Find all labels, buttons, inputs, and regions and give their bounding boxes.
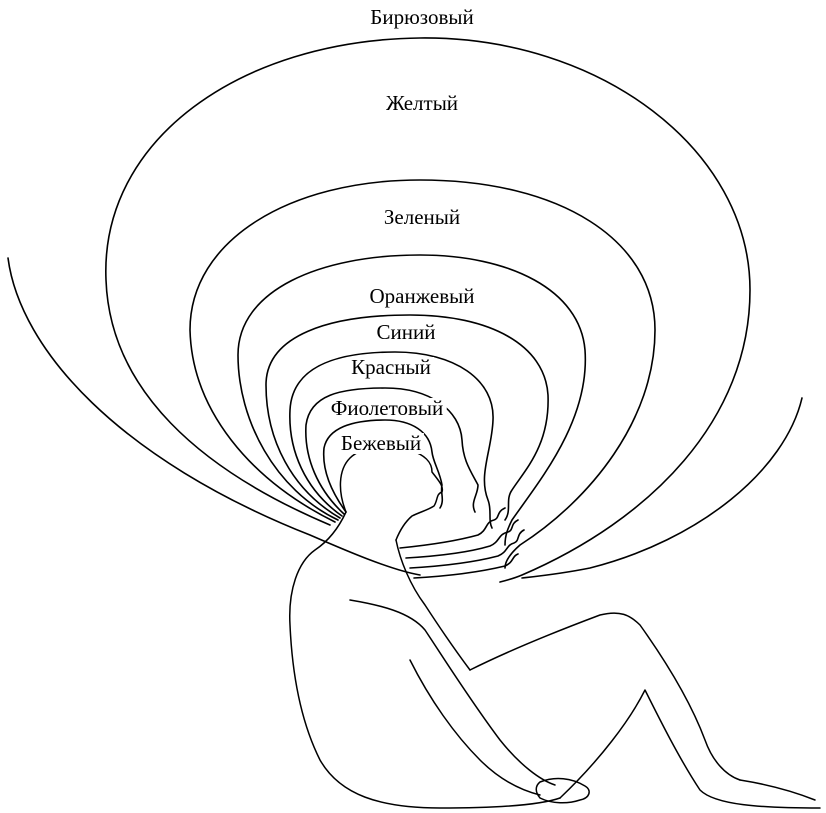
label-green: Зеленый (381, 207, 463, 228)
head-outline (340, 447, 442, 540)
chest-outline (396, 540, 470, 670)
label-orange: Оранжевый (366, 286, 477, 307)
label-turquoise: Бирюзовый (367, 7, 476, 28)
arm-outline (350, 600, 555, 785)
label-red: Красный (348, 357, 434, 378)
hands (536, 779, 589, 803)
foot (740, 780, 815, 800)
aura-layer-turquoise-right (522, 398, 802, 578)
label-blue: Синий (374, 322, 439, 343)
arm-inner (410, 660, 540, 795)
thigh-top (470, 613, 740, 780)
label-yellow: Желтый (383, 93, 461, 114)
label-beige: Бежевый (338, 433, 424, 454)
label-violet: Фиолетовый (328, 398, 447, 419)
human-figure (290, 447, 820, 808)
